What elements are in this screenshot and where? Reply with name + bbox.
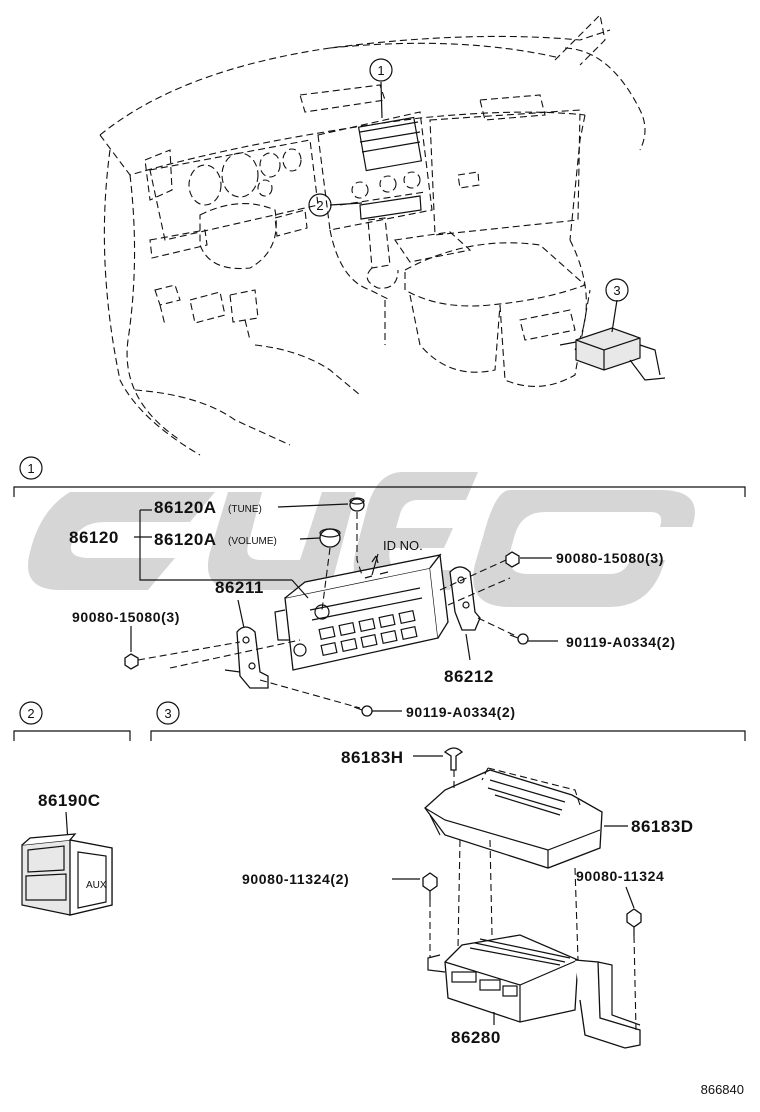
svg-text:1: 1 bbox=[27, 461, 34, 476]
screw-90080-11324-right bbox=[626, 908, 642, 936]
bracket-86211 bbox=[224, 626, 269, 689]
callout-1: 1 bbox=[369, 58, 393, 82]
section-3-marker: 3 bbox=[156, 701, 180, 725]
label-86212: 86212 bbox=[444, 667, 494, 686]
label-86190C: 86190C bbox=[38, 791, 101, 810]
reference-id: 866840 bbox=[701, 1082, 744, 1097]
label-86120: 86120 bbox=[69, 528, 119, 547]
label-90119-A0334-right: 90119-A0334(2) bbox=[566, 634, 676, 650]
screw-right-bolt bbox=[509, 633, 529, 645]
switch-86190C: AUX bbox=[21, 833, 113, 916]
svg-text:AUX: AUX bbox=[86, 880, 107, 891]
label-id-no: ID NO. bbox=[383, 538, 423, 553]
section-1-leaders bbox=[130, 503, 558, 712]
label-86280: 86280 bbox=[451, 1028, 501, 1047]
label-86183H: 86183H bbox=[341, 748, 404, 767]
section-2-bracket bbox=[13, 730, 131, 741]
label-90080-15080-left: 90080-15080(3) bbox=[72, 609, 180, 625]
label-86183D: 86183D bbox=[631, 817, 694, 836]
label-90080-15080-right: 90080-15080(3) bbox=[556, 550, 664, 566]
section-1-marker: 1 bbox=[19, 456, 43, 480]
section-3-bracket bbox=[150, 730, 746, 741]
svg-text:1: 1 bbox=[377, 63, 384, 78]
label-volume: (VOLUME) bbox=[228, 536, 277, 547]
screw-90080-11324-left bbox=[422, 872, 438, 900]
label-90119-A0334-bottom: 90119-A0334(2) bbox=[406, 704, 516, 720]
label-86120A-tune: 86120A bbox=[154, 498, 217, 517]
svg-text:3: 3 bbox=[164, 706, 171, 721]
cover-86183D bbox=[424, 769, 603, 869]
svg-text:2: 2 bbox=[27, 706, 34, 721]
section-1-bracket bbox=[13, 486, 746, 497]
label-90080-11324: 90080-11324 bbox=[576, 868, 664, 884]
dashboard-overview bbox=[99, 13, 666, 456]
label-86211: 86211 bbox=[215, 578, 264, 597]
tune-knob bbox=[349, 497, 365, 512]
svg-text:3: 3 bbox=[613, 283, 620, 298]
section-3-assembly-lines bbox=[429, 767, 637, 1031]
amp-bracket bbox=[427, 954, 641, 1049]
clip-86183H bbox=[443, 747, 464, 771]
callout-3: 3 bbox=[605, 278, 629, 302]
screw-right-top bbox=[505, 551, 520, 568]
leader-90080-11324 bbox=[625, 886, 635, 909]
bracket-86212 bbox=[449, 566, 481, 631]
volume-knob bbox=[319, 528, 341, 548]
section-1-assembly-lines bbox=[137, 512, 519, 709]
callout-2: 2 bbox=[308, 193, 332, 217]
svg-text:2: 2 bbox=[316, 198, 323, 213]
label-tune: (TUNE) bbox=[228, 504, 262, 515]
amplifier-86280 bbox=[444, 934, 579, 1023]
watermark-logo bbox=[28, 472, 695, 607]
section-2-marker: 2 bbox=[19, 701, 43, 725]
label-90080-11324-2: 90080-11324(2) bbox=[242, 871, 349, 887]
radio-head-unit bbox=[274, 553, 449, 671]
screw-left bbox=[124, 653, 139, 670]
label-86120A-volume: 86120A bbox=[154, 530, 217, 549]
